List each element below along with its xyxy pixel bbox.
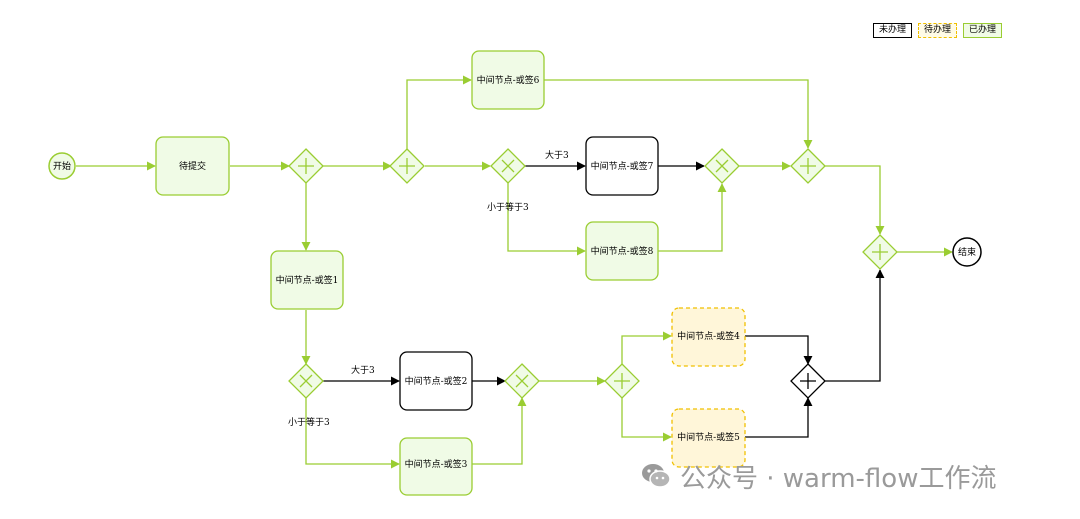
parallel-gateway-3[interactable]	[790, 148, 826, 184]
task-submit-label: 待提交	[179, 160, 206, 172]
exclusive-gateway-3[interactable]	[288, 363, 324, 399]
plus-icon	[872, 244, 888, 260]
task-mid4[interactable]: 中间节点-或签4	[671, 307, 746, 367]
task-mid7[interactable]: 中间节点-或签7	[585, 136, 659, 196]
edge-label-gt3-top: 大于3	[545, 149, 569, 161]
task-mid2-label: 中间节点-或签2	[405, 375, 468, 387]
exclusive-gateway-4[interactable]	[504, 363, 540, 399]
task-mid7-label: 中间节点-或签7	[591, 160, 654, 172]
watermark: 公众号 · warm-flow工作流	[640, 458, 996, 494]
watermark-text: 公众号 · warm-flow工作流	[680, 463, 997, 494]
parallel-gateway-5[interactable]	[604, 363, 640, 399]
parallel-gateway-2[interactable]	[389, 148, 425, 184]
task-mid1-label: 中间节点-或签1	[276, 274, 339, 286]
task-mid1[interactable]: 中间节点-或签1	[270, 250, 344, 310]
legend-pending: 待办理	[918, 23, 958, 38]
cross-icon	[715, 159, 729, 173]
cross-icon	[501, 159, 515, 173]
start-label: 开始	[53, 160, 71, 172]
start-event[interactable]: 开始	[48, 152, 76, 180]
end-event[interactable]: 结束	[952, 237, 982, 267]
parallel-gateway-4[interactable]	[862, 234, 898, 270]
legend-done: 已办理	[963, 23, 1003, 38]
plus-icon	[614, 373, 630, 389]
edge-label-gt3-bottom: 大于3	[351, 364, 375, 376]
cross-icon	[515, 374, 529, 388]
parallel-gateway-1[interactable]	[288, 148, 324, 184]
task-mid6-label: 中间节点-或签6	[477, 74, 540, 86]
edge-label-le3-top: 小于等于3	[487, 201, 529, 213]
exclusive-gateway-2[interactable]	[704, 148, 740, 184]
wechat-icon	[642, 464, 671, 488]
task-mid3-label: 中间节点-或签3	[405, 458, 468, 470]
status-legend: 未办理 待办理 已办理	[873, 23, 1003, 38]
plus-icon	[399, 158, 415, 174]
task-mid8-label: 中间节点-或签8	[591, 245, 654, 257]
parallel-gateway-6[interactable]	[790, 363, 826, 399]
edge-label-le3-bottom: 小于等于3	[288, 416, 330, 428]
exclusive-gateway-1[interactable]	[490, 148, 526, 184]
task-submit[interactable]: 待提交	[155, 136, 230, 196]
task-mid8[interactable]: 中间节点-或签8	[585, 221, 659, 281]
cross-icon	[299, 374, 313, 388]
task-mid2[interactable]: 中间节点-或签2	[399, 351, 473, 411]
task-mid3[interactable]: 中间节点-或签3	[399, 437, 473, 496]
done-edges	[76, 75, 953, 469]
plus-icon	[800, 158, 816, 174]
plus-icon	[298, 158, 314, 174]
task-mid6[interactable]: 中间节点-或签6	[471, 50, 545, 110]
legend-not-done: 未办理	[873, 23, 913, 38]
task-mid4-label: 中间节点-或签4	[677, 330, 740, 342]
task-mid5[interactable]: 中间节点-或签5	[671, 408, 746, 468]
not-done-edges	[323, 161, 885, 438]
end-label: 结束	[958, 246, 976, 258]
plus-icon	[800, 373, 816, 389]
task-mid5-label: 中间节点-或签5	[677, 431, 740, 443]
